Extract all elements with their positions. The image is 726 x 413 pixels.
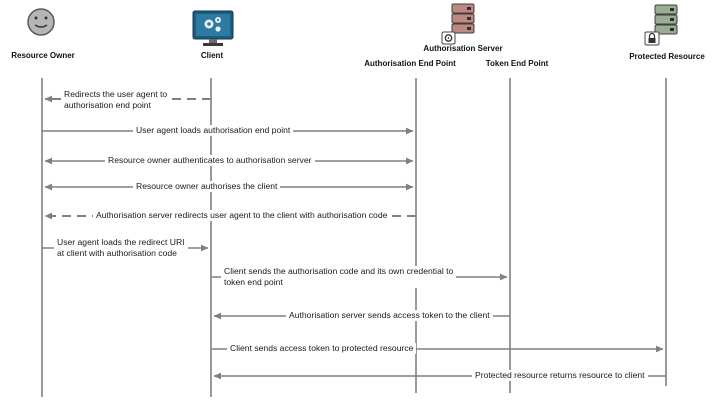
actor-label-authorisation-server: Authorisation Server (423, 44, 503, 53)
message-3-label: Resource owner authenticates to authoris… (105, 155, 315, 166)
actor-label-client: Client (200, 51, 224, 60)
message-8-label: Authorisation server sends access token … (286, 310, 493, 321)
actor-label-protected-resource: Protected Resource (629, 52, 705, 61)
smiley-face-icon (27, 8, 55, 36)
message-7-label: Client sends the authorisation code and … (221, 266, 457, 288)
message-4-label: Resource owner authorises the client (133, 181, 281, 192)
message-6-label: User agent loads the redirect URI at cli… (54, 237, 188, 259)
server-stack-lock-icon (644, 4, 678, 46)
actor-label-token-end-point: Token End Point (485, 59, 549, 68)
message-1-label: Redirects the user agent to authorisatio… (61, 89, 171, 111)
server-stack-gear-icon (441, 3, 475, 45)
message-9-label: Client sends access token to protected r… (227, 343, 417, 354)
message-5-label: Authorisation server redirects user agen… (93, 210, 391, 221)
actor-label-authorisation-end-point: Authorisation End Point (364, 59, 456, 68)
computer-monitor-gear-icon (192, 10, 234, 46)
message-2-label: User agent loads authorisation end point (133, 125, 294, 136)
message-10-label: Protected resource returns resource to c… (472, 370, 648, 381)
actor-label-resource-owner: Resource Owner (11, 51, 75, 60)
